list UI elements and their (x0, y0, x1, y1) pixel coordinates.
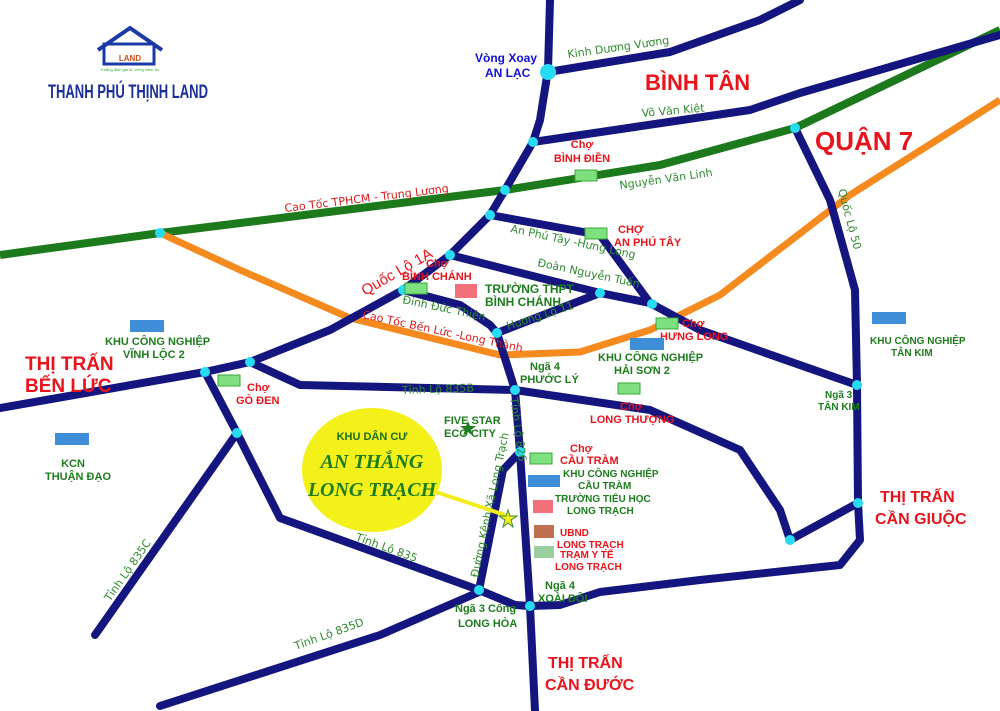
road-tl826 (399, 286, 539, 711)
areas-can_giuoc-0-label: THỊ TRẤN (880, 487, 955, 506)
places-five_star-1-label: ECO CITY (444, 428, 497, 440)
clinic-icon (534, 546, 554, 558)
places-tram_yte-0-label: TRẠM Y TẾ (560, 548, 614, 561)
road-ben-luc-long-thanh (158, 97, 1000, 359)
places-ubnd-0-label: UBND (560, 528, 589, 539)
areas-can_giuoc-1-label: CẦN GIUỘC (875, 509, 967, 528)
markets-binh_dien-0-label: Chợ (571, 139, 594, 151)
project-line2-label: AN THẮNG (319, 449, 424, 473)
places-kcn_tk-0-label: KHU CÔNG NGHIỆP (870, 334, 966, 347)
road-kdv (544, 0, 804, 76)
junction-nodes (155, 64, 863, 611)
five-star-icon (460, 421, 476, 436)
logo-mark-label: LAND (119, 54, 141, 63)
junctions-phuoc_ly-0-label: Ngã 4 (530, 361, 561, 373)
roundabout-0-label: Vòng Xoay (475, 51, 537, 65)
project-line3-label: LONG TRẠCH (307, 479, 438, 501)
places-kcn_ct-1-label: CẦU TRÀM (578, 479, 631, 492)
places-tieu_hoc-1-label: LONG TRẠCH (567, 506, 634, 517)
logo-tagline-label: Khẳng định giá trị, vững niềm tin (101, 67, 159, 72)
places-kcn_vl-0-label: KHU CÔNG NGHIỆP (105, 335, 210, 348)
junctions-phuoc_ly-1-label: PHƯỚC LÝ (520, 373, 580, 386)
markets-long_thuong-0-label: Chợ (620, 401, 643, 413)
places-thpt-0-label: TRƯỜNG THPT (485, 281, 575, 296)
places-ubnd-1-label: LONG TRẠCH (557, 540, 624, 551)
areas-can_duoc-0-label: THỊ TRẤN (548, 653, 623, 672)
places-kcn_ct-0-label: KHU CÔNG NGHIỆP (563, 467, 659, 480)
markets-binh_chanh-1-label: BÌNH CHÁNH (402, 270, 472, 283)
places-thpt-1-label: BÌNH CHÁNH (485, 294, 561, 309)
markets-an_phu_tay-1-label: AN PHÚ TÂY (614, 236, 682, 249)
places-five_star-0-label: FIVE STAR (444, 415, 501, 427)
places-kcn_td-1-label: THUẬN ĐẠO (45, 470, 111, 483)
junctions-long_hoa-1-label: LONG HÒA (458, 617, 517, 630)
project-highlight (302, 408, 442, 532)
factory-icons (55, 312, 906, 487)
road-kenh-xa (475, 448, 524, 594)
road-tl835c (91, 429, 241, 639)
areas-ben_luc-0-label: THỊ TRẤN (25, 353, 114, 375)
roads-vvk-label: Võ Văn Kiệt (641, 101, 706, 119)
junctions-xoai_doi-1-label: XOÀI ĐÔI (538, 592, 588, 605)
junctions-tan_kim-1-label: TÂN KIM (818, 400, 860, 413)
places-kcn_td-0-label: KCN (61, 458, 85, 470)
areas-can_duoc-1-label: CẦN ĐƯỚC (545, 675, 635, 694)
places-kcn_tk-1-label: TÂN KIM (891, 346, 933, 359)
places-kcn_vl-1-label: VĨNH LỘC 2 (123, 348, 185, 361)
project-line1-label: KHU DÂN CƯ (337, 430, 409, 443)
road-hl11 (493, 289, 604, 337)
markets-binh_chanh-0-label: Chợ (426, 258, 449, 270)
school-icon (533, 500, 553, 513)
roads-tl826-label: Tỉnh Lộ 826 (507, 396, 529, 463)
places-tieu_hoc-0-label: TRƯỜNG TIỂU HỌC (555, 492, 651, 505)
junctions-long_hoa-0-label: Ngã 3 Cống (455, 603, 516, 615)
road-tl835b (246, 358, 862, 544)
road-vvk (529, 31, 1000, 146)
junctions-tan_kim-0-label: Ngã 3 (825, 390, 853, 401)
markets-hung_long-0-label: Chợ (682, 318, 705, 330)
road-tl835d (156, 588, 483, 710)
school-icon (455, 284, 477, 298)
areas-binh_tan-label: BÌNH TÂN (645, 70, 750, 95)
junctions-xoai_doi-0-label: Ngã 4 (545, 580, 576, 592)
road-ql1a (0, 0, 554, 412)
market-icons (217, 169, 679, 465)
road-tl835 (201, 368, 534, 610)
areas-quan7-label: QUẬN 7 (815, 126, 913, 156)
places-tram_yte-1-label: LONG TRẠCH (555, 562, 622, 573)
areas-ben_luc-1-label: BẾN LỨC (25, 375, 112, 397)
markets-cau_tram-0-label: Chợ (570, 443, 593, 455)
markets-hung_long-1-label: HƯNG LONG (660, 331, 728, 343)
places-kcn_hs-1-label: HẢI SƠN 2 (614, 364, 670, 377)
roads-tl835b-label: Tỉnh Lộ 835B (401, 381, 475, 397)
roundabout-1-label: AN LẠC (485, 66, 531, 80)
brand-name: THANH PHÚ THỊNH LAND (48, 81, 208, 103)
office-icon (534, 525, 554, 538)
road-ql50 (526, 124, 864, 610)
markets-long_thuong-1-label: LONG THƯỢNG (590, 414, 675, 426)
markets-go_den-0-label: Chợ (247, 382, 270, 394)
project-star-icon (497, 508, 519, 529)
markets-an_phu_tay-0-label: CHỢ (618, 224, 644, 236)
markets-cau_tram-1-label: CẦU TRÀM (560, 454, 619, 467)
places-kcn_hs-0-label: KHU CÔNG NGHIỆP (598, 351, 703, 364)
logo: LAND Khẳng định giá trị, vững niềm tin T… (48, 25, 208, 103)
markets-go_den-1-label: GÒ ĐEN (236, 394, 279, 407)
markets-binh_dien-1-label: BÌNH ĐIỀN (554, 152, 610, 165)
